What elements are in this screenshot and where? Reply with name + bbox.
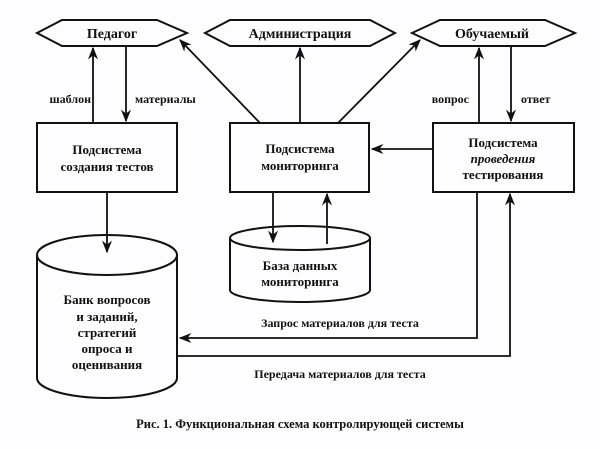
flow-label-template: шаблон [50, 92, 92, 106]
teacher-label: Педагог [87, 27, 137, 42]
flow-label-answer: ответ [521, 92, 551, 106]
learner-hexagon [409, 19, 578, 47]
question-bank-label-line1: Банк вопросов [64, 292, 151, 307]
test-creation-label-line2: создания тестов [60, 159, 153, 174]
monitoring-box [229, 122, 370, 193]
actor-teacher: Педагог [34, 19, 190, 47]
question-bank-label-line3: стратегий [78, 325, 137, 340]
figure-caption: Рис. 1. Функциональная схема контролирую… [136, 417, 464, 431]
question-bank-cylinder [35, 234, 178, 399]
subsystem-testing: Подсистема проведения тестирования [432, 122, 575, 193]
flow-label-request-materials: Запрос материалов для теста [261, 316, 419, 330]
monitoring-label-line2: мониторинга [261, 158, 339, 173]
flow-label-question: вопрос [432, 92, 470, 106]
monitoring-db-cylinder [228, 225, 371, 303]
question-bank-label-line2: и заданий, [76, 309, 137, 324]
testing-box [432, 122, 575, 193]
test-creation-label-line1: Подсистема [72, 142, 142, 157]
test-creation-box [36, 122, 178, 193]
subsystem-monitoring: Подсистема мониторинга [229, 122, 370, 193]
monitoring-label-line1: Подсистема [265, 141, 335, 156]
arrow-monitoring-to-teacher [179, 39, 261, 124]
arrow-monitoring-to-learner [337, 39, 421, 124]
store-question-bank: Банк вопросов и заданий, стратегий опрос… [35, 234, 178, 399]
question-bank-label-line5: оценивания [72, 357, 142, 372]
question-bank-label-line4: опроса и [82, 341, 133, 356]
monitoring-db-label-line1: База данных [263, 258, 338, 273]
administration-hexagon [202, 19, 398, 47]
arrow-transfer-materials [177, 192, 516, 357]
flow-label-materials: материалы [135, 92, 196, 106]
store-monitoring-db: База данных мониторинга [228, 225, 371, 303]
flow-label-transfer-materials: Передача материалов для теста [254, 367, 426, 381]
actor-administration: Администрация [202, 19, 398, 47]
actor-learner: Обучаемый [409, 19, 578, 47]
subsystem-test-creation: Подсистема создания тестов [36, 122, 178, 193]
testing-label-line1: Подсистема [468, 135, 538, 150]
teacher-hexagon [34, 19, 190, 47]
learner-label: Обучаемый [455, 27, 529, 42]
testing-label-line3: тестирования [463, 167, 544, 182]
monitoring-db-label-line2: мониторинга [261, 274, 339, 289]
arrow-request-materials [178, 192, 478, 344]
testing-label-line2: проведения [471, 151, 536, 166]
administration-label: Администрация [249, 27, 352, 42]
